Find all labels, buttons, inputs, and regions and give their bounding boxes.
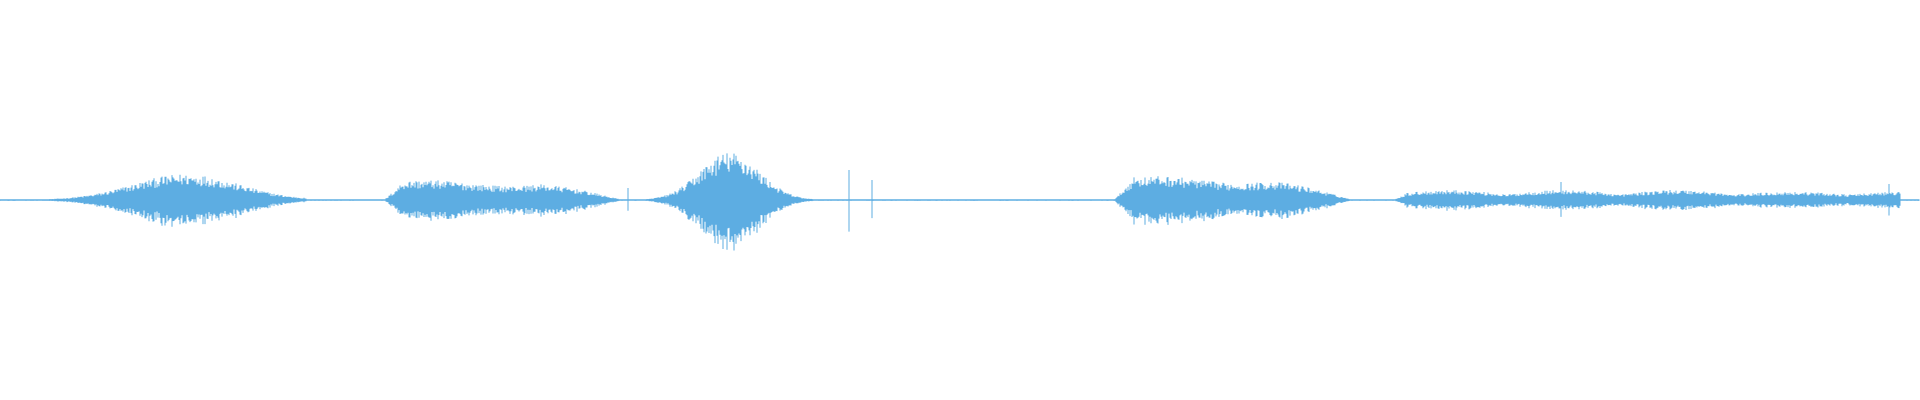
waveform-trace xyxy=(0,153,1920,251)
